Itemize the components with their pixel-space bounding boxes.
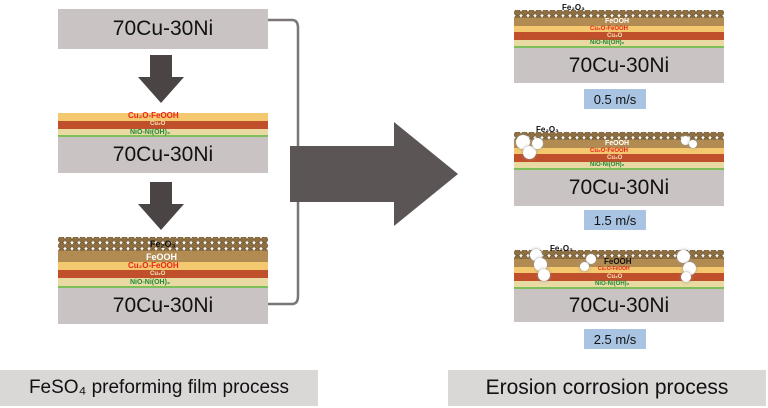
layer-feooh [58, 251, 268, 262]
label-fe2o3: Fe₂O₃ [536, 125, 559, 134]
layer-fe2o3-particles [514, 10, 724, 18]
layer-cu2o-feooh [514, 26, 724, 32]
erosion-bubble [538, 269, 550, 281]
caption-left: FeSO₄ preforming film process [0, 370, 318, 406]
layer-fe2o3-particles [514, 250, 724, 259]
layer-fe2o3-particles [58, 237, 268, 251]
label-cu2o: Cu₂O [150, 121, 166, 127]
erosion-bubble [683, 262, 696, 275]
alloy-substrate-r1: 70Cu-30Ni [514, 48, 724, 83]
layer-nio [514, 40, 724, 46]
label-nio: NiO-Ni(OH)₂ [590, 40, 625, 46]
layer-feooh [514, 259, 724, 267]
erosion-bubble [681, 272, 691, 282]
layer-cu2o [58, 121, 268, 129]
layer-nio-line [514, 168, 724, 170]
layer-nio-line [58, 135, 268, 137]
layer-fe2o3-particles [514, 132, 724, 140]
label-cu2o: Cu₂O [607, 33, 623, 39]
layer-cu2o-feooh [58, 262, 268, 270]
erosion-bubble [586, 254, 596, 264]
speed-label-3: 2.5 m/s [584, 329, 646, 349]
alloy-label: 70Cu-30Ni [568, 176, 670, 199]
layer-nio [58, 129, 268, 135]
alloy-substrate-1: 70Cu-30Ni [58, 9, 268, 49]
label-cu2o: Cu₂O [607, 155, 623, 161]
label-feooh: FeOOH [605, 140, 630, 147]
layer-cu2o-feooh [514, 267, 724, 273]
right-arrow [290, 122, 458, 226]
alloy-label: 70Cu-30Ni [568, 293, 670, 317]
erosion-bubble [516, 135, 530, 149]
layer-nio-line [58, 286, 268, 288]
layer-nio-line [514, 287, 724, 289]
alloy-label: 70Cu-30Ni [112, 143, 214, 166]
label-cu2o-feooh: Cu₂O-FeOOH [590, 26, 628, 32]
speed-label-2: 1.5 m/s [584, 210, 646, 230]
layer-cu2o [514, 273, 724, 281]
alloy-substrate-3: 70Cu-30Ni [58, 288, 268, 324]
alloy-substrate-r3: 70Cu-30Ni [514, 289, 724, 322]
down-arrow-1 [138, 55, 184, 103]
label-feooh: FeOOH [604, 257, 632, 266]
label-nio: NiO-Ni(OH)₂ [130, 129, 171, 136]
down-arrow-2 [138, 182, 184, 230]
erosion-bubble [523, 146, 536, 159]
label-cu2o: Cu₂O [607, 274, 623, 280]
layer-nio [58, 278, 268, 286]
label-nio: NiO-Ni(OH)₂ [590, 162, 625, 168]
layer-cu2o [514, 32, 724, 40]
label-nio: NiO-Ni(OH)₂ [595, 281, 630, 287]
alloy-substrate-r2: 70Cu-30Ni [514, 170, 724, 206]
erosion-bubble [677, 250, 690, 263]
label-feooh: FeOOH [146, 252, 178, 262]
layer-cu2o-feooh [58, 113, 268, 121]
label-cu2o-feooh: Cu₂O-FeOOH [590, 148, 628, 154]
erosion-bubble [534, 258, 547, 271]
layer-feooh [514, 18, 724, 26]
label-fe2o3: Fe₂O₃ [550, 244, 573, 253]
layer-nio-line [514, 46, 724, 48]
label-cu2o-feooh: Cu₂O-FeOOH [598, 266, 630, 272]
layer-nio [514, 162, 724, 168]
label-cu2o-feooh: Cu₂O-FeOOH [128, 111, 179, 120]
alloy-substrate-2: 70Cu-30Ni [58, 137, 268, 173]
label-cu2o-feooh: Cu₂O-FeOOH [128, 261, 179, 270]
label-cu2o: Cu₂O [150, 271, 166, 277]
speed-label-1: 0.5 m/s [584, 89, 646, 109]
layer-feooh [514, 140, 724, 148]
alloy-label: 70Cu-30Ni [112, 294, 214, 317]
erosion-bubble [580, 262, 589, 271]
layer-nio [514, 281, 724, 287]
label-feooh: FeOOH [605, 18, 630, 25]
alloy-label: 70Cu-30Ni [568, 53, 670, 77]
layer-cu2o-feooh [514, 148, 724, 154]
erosion-bubble [532, 138, 543, 149]
alloy-label: 70Cu-30Ni [112, 17, 214, 40]
caption-right: Erosion corrosion process [448, 370, 766, 406]
label-fe2o3: Fe₂O₃ [150, 239, 176, 249]
erosion-bubble [689, 140, 697, 148]
layer-cu2o [58, 270, 268, 278]
erosion-bubble [681, 136, 690, 145]
label-fe2o3: Fe₂O₃ [562, 3, 585, 12]
label-nio: NiO-Ni(OH)₂ [130, 279, 171, 286]
layer-cu2o [514, 154, 724, 162]
